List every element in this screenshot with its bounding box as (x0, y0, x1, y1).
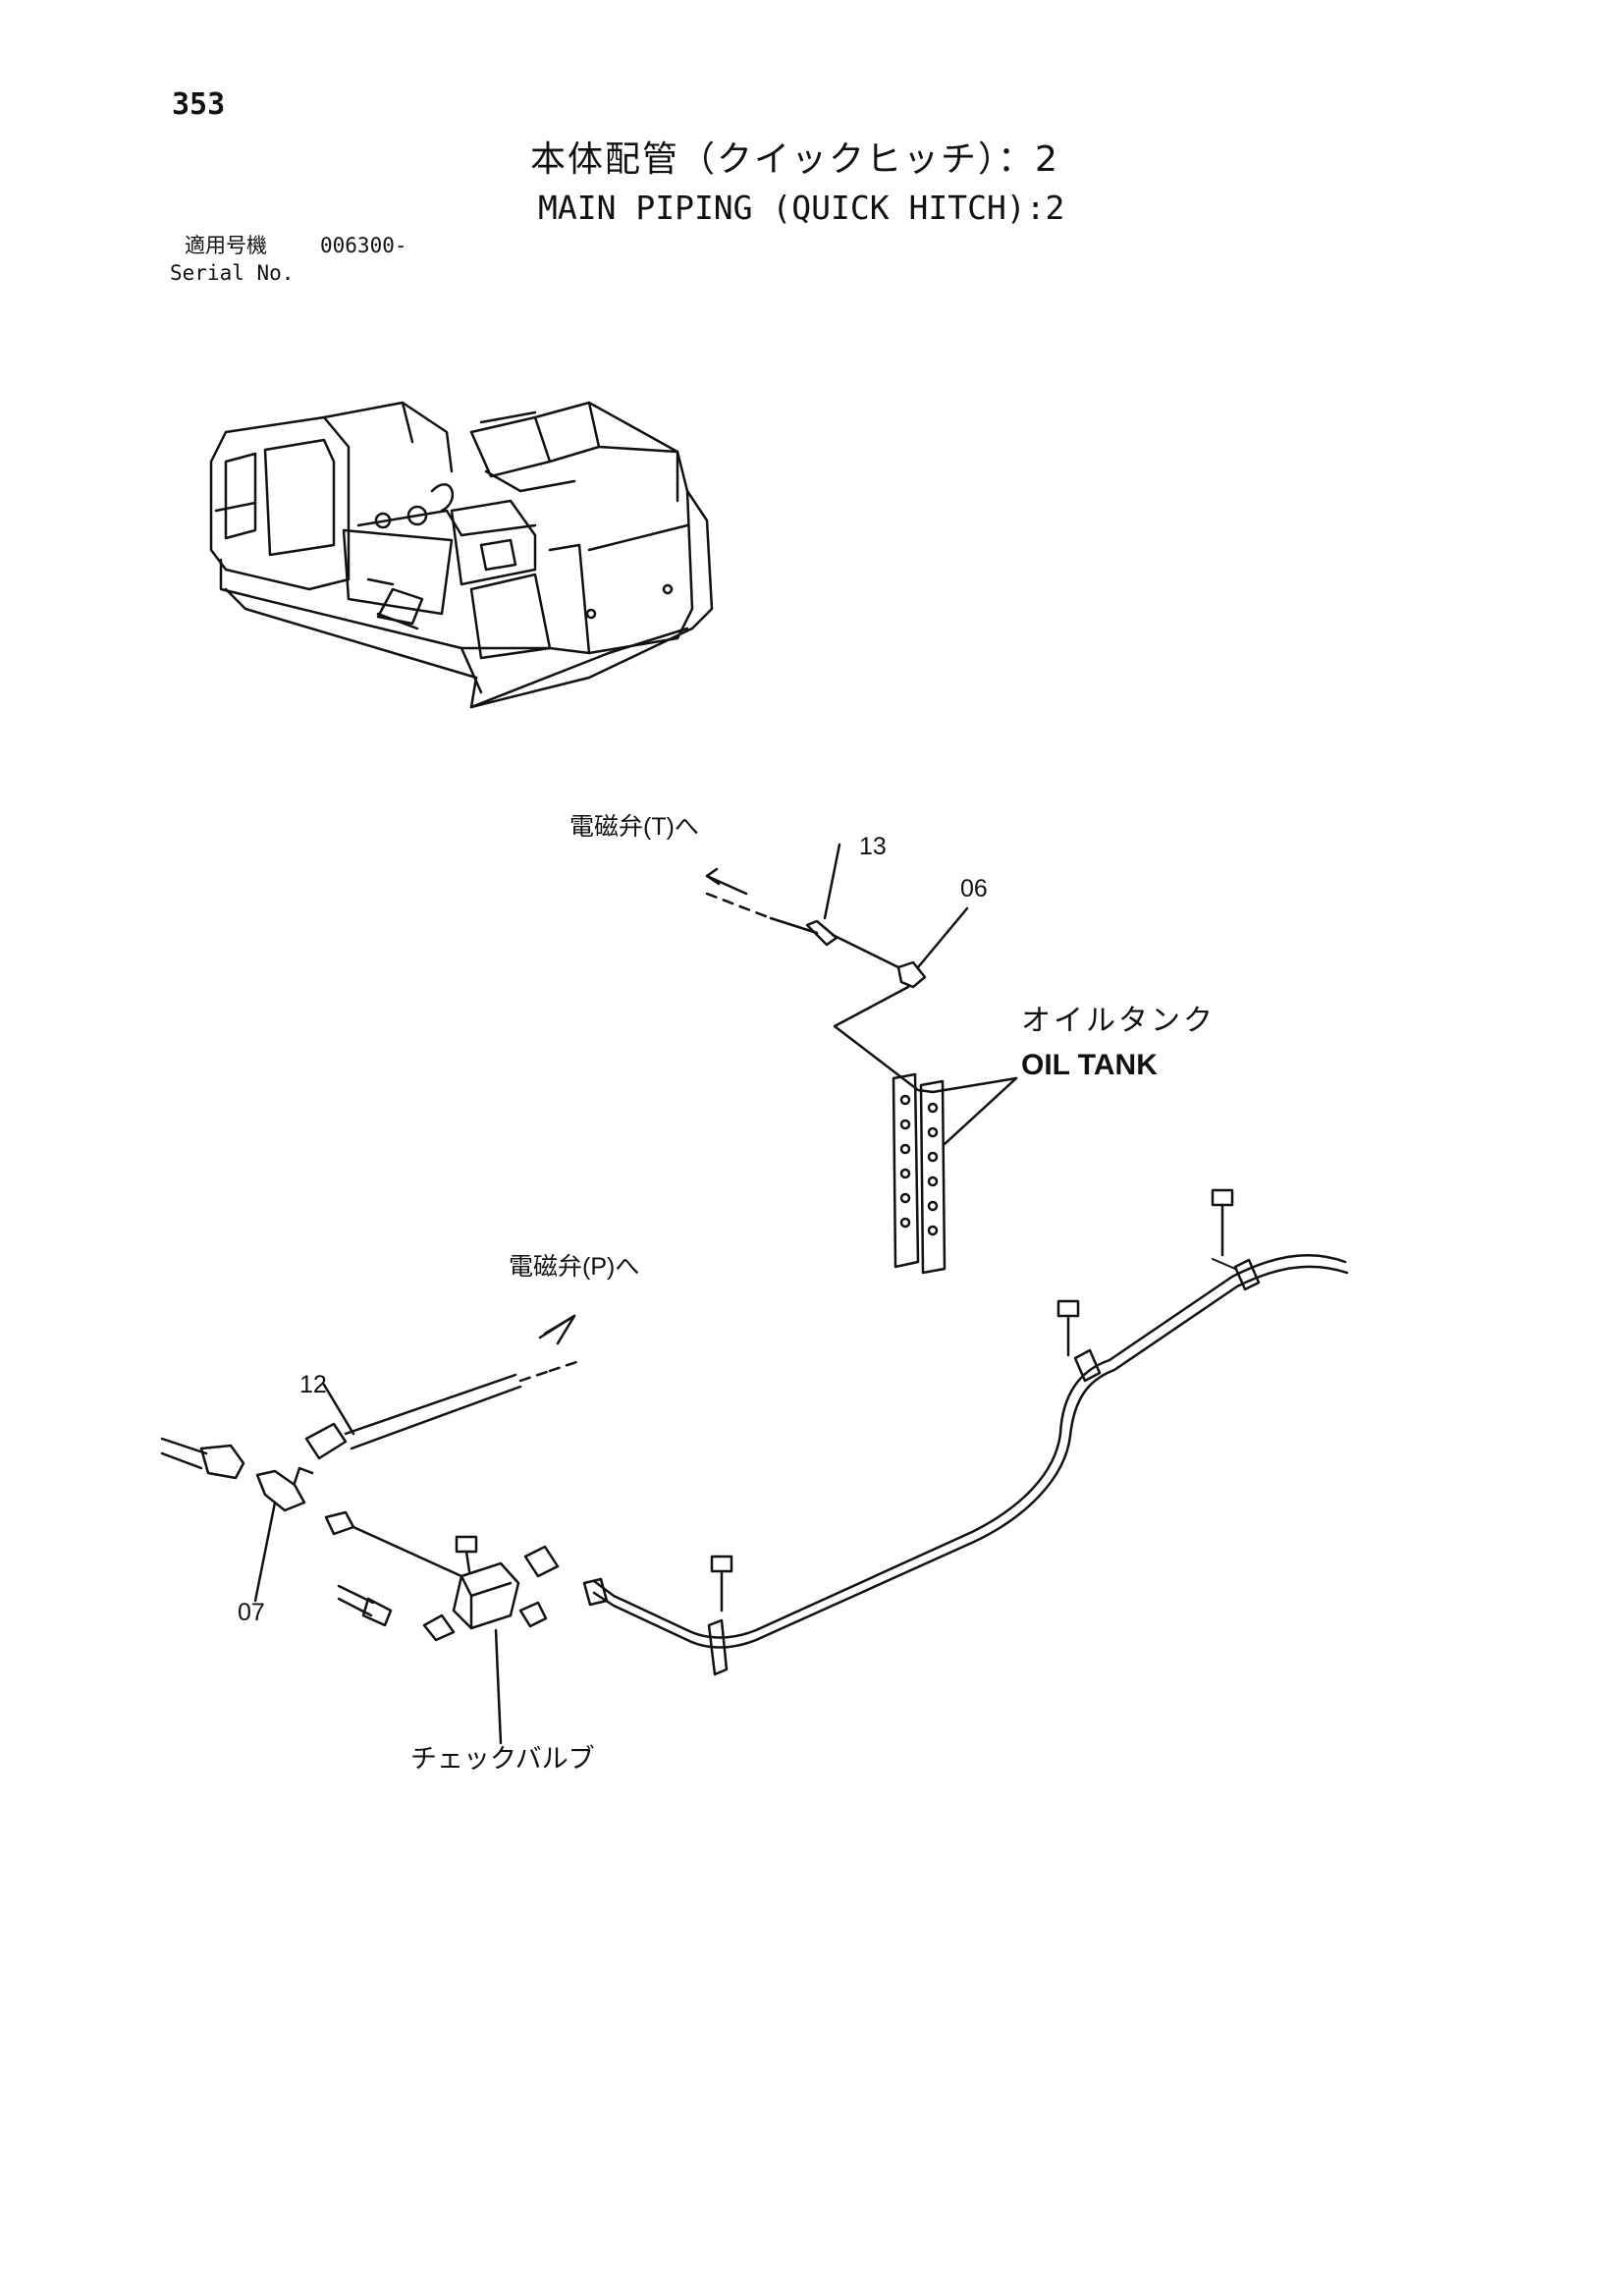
long-pipe-with-clamps (582, 1188, 1349, 1676)
page-title-japanese: 本体配管（クイックヒッチ）：2 (530, 139, 1059, 180)
part-07-callout: 07 (238, 1599, 265, 1626)
oil-tank-label-japanese: オイルタンク (1021, 1005, 1216, 1037)
solenoid-t-label: 電磁弁(T)へ (569, 813, 699, 841)
serial-label-japanese: 適用号機 (185, 234, 267, 257)
check-valve-assembly (160, 1314, 581, 1745)
solenoid-p-label: 電磁弁(P)へ (509, 1253, 640, 1281)
solenoid-t-line (705, 843, 969, 1094)
machine-overview-illustration (209, 401, 714, 709)
part-13-callout: 13 (859, 833, 887, 860)
page-number: 353 (172, 87, 226, 122)
oil-tank-brackets (892, 1072, 1018, 1275)
check-valve-label: チェックバルブ (410, 1744, 595, 1774)
oil-tank-label-english: OIL TANK (1021, 1049, 1158, 1081)
serial-number-value: 006300- (320, 234, 407, 257)
serial-label-english: Serial No. (170, 261, 295, 285)
part-12-callout: 12 (299, 1371, 327, 1398)
part-06-callout: 06 (960, 875, 988, 902)
page-title-english: MAIN PIPING (QUICK HITCH):2 (538, 189, 1065, 227)
